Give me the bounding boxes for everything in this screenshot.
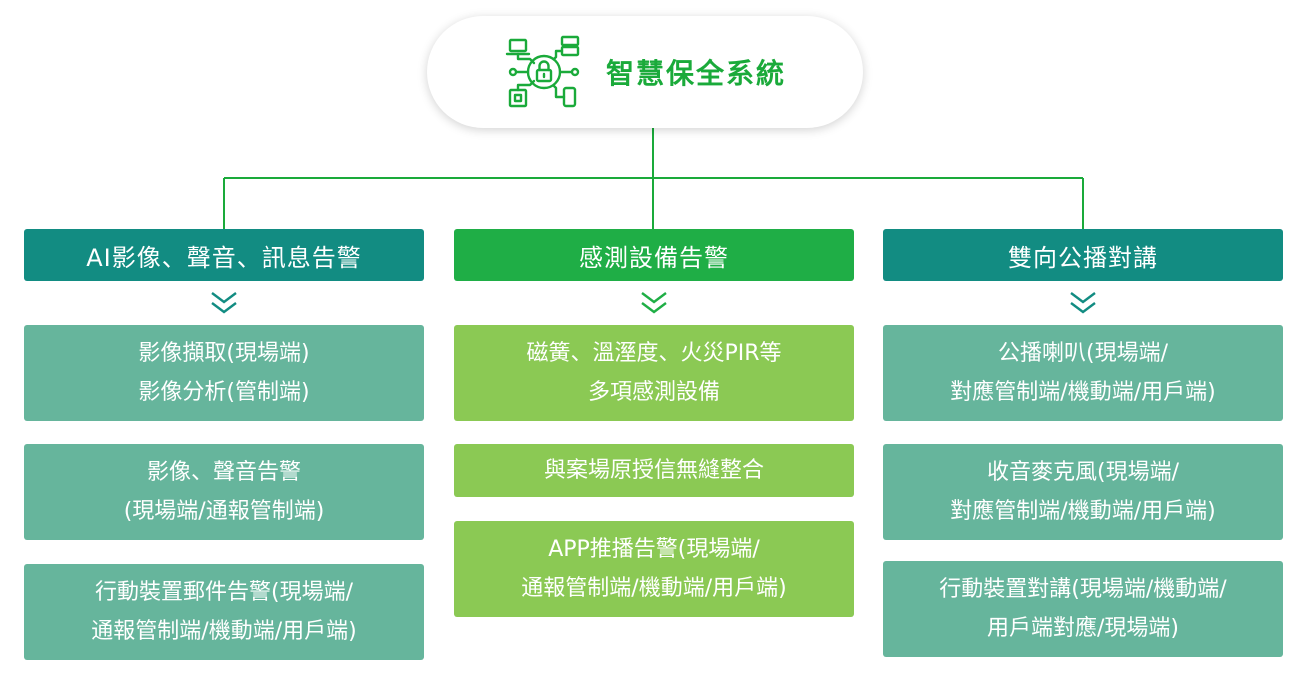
card-line: 影像、聲音告警 <box>146 460 301 485</box>
feature-card: 影像擷取(現場端) 影像分析(管制端) <box>24 325 424 421</box>
card-line: 行動裝置郵件告警(現場端/ <box>95 580 353 605</box>
column-header-two-way-broadcast: 雙向公播對講 <box>883 229 1283 281</box>
card-line: 公播喇叭(現場端/ <box>998 341 1168 366</box>
feature-card: 磁簧、溫溼度、火災PIR等 多項感測設備 <box>454 325 854 421</box>
card-line: 與案場原授信無縫整合 <box>543 458 764 483</box>
card-line: 對應管制端/機動端/用戶端) <box>950 380 1216 405</box>
card-line: (現場端/通報管制端) <box>123 499 325 524</box>
feature-card: 影像、聲音告警 (現場端/通報管制端) <box>24 444 424 540</box>
double-chevron-down-icon <box>641 292 667 314</box>
double-chevron-down-icon <box>211 292 237 314</box>
card-line: 影像擷取(現場端) <box>138 341 310 366</box>
card-line: 行動裝置對講(現場端/機動端/ <box>939 577 1227 602</box>
root-node: 智慧保全系統 <box>427 16 863 128</box>
card-line: 用戶端對應/現場端) <box>987 616 1179 641</box>
card-line: 影像分析(管制端) <box>138 380 310 405</box>
security-network-lock-icon <box>505 35 580 108</box>
card-line: 磁簧、溫溼度、火災PIR等 <box>526 341 782 366</box>
root-title: 智慧保全系統 <box>605 57 786 90</box>
feature-card: 收音麥克風(現場端/ 對應管制端/機動端/用戶端) <box>883 444 1283 540</box>
feature-card: 與案場原授信無縫整合 <box>454 444 854 497</box>
card-line: 多項感測設備 <box>587 380 720 405</box>
card-line: 通報管制端/機動端/用戶端) <box>91 619 357 644</box>
card-line: APP推播告警(現場端/ <box>548 537 760 562</box>
card-line: 通報管制端/機動端/用戶端) <box>521 576 787 601</box>
feature-card: 公播喇叭(現場端/ 對應管制端/機動端/用戶端) <box>883 325 1283 421</box>
column-header-ai-alert: AI影像、聲音、訊息告警 <box>24 229 424 281</box>
feature-card: APP推播告警(現場端/ 通報管制端/機動端/用戶端) <box>454 521 854 617</box>
card-line: 收音麥克風(現場端/ <box>987 460 1179 485</box>
feature-card: 行動裝置對講(現場端/機動端/ 用戶端對應/現場端) <box>883 561 1283 657</box>
column-header-sensor-alert: 感測設備告警 <box>454 229 854 281</box>
double-chevron-down-icon <box>1070 292 1096 314</box>
card-line: 對應管制端/機動端/用戶端) <box>950 499 1216 524</box>
feature-card: 行動裝置郵件告警(現場端/ 通報管制端/機動端/用戶端) <box>24 564 424 660</box>
